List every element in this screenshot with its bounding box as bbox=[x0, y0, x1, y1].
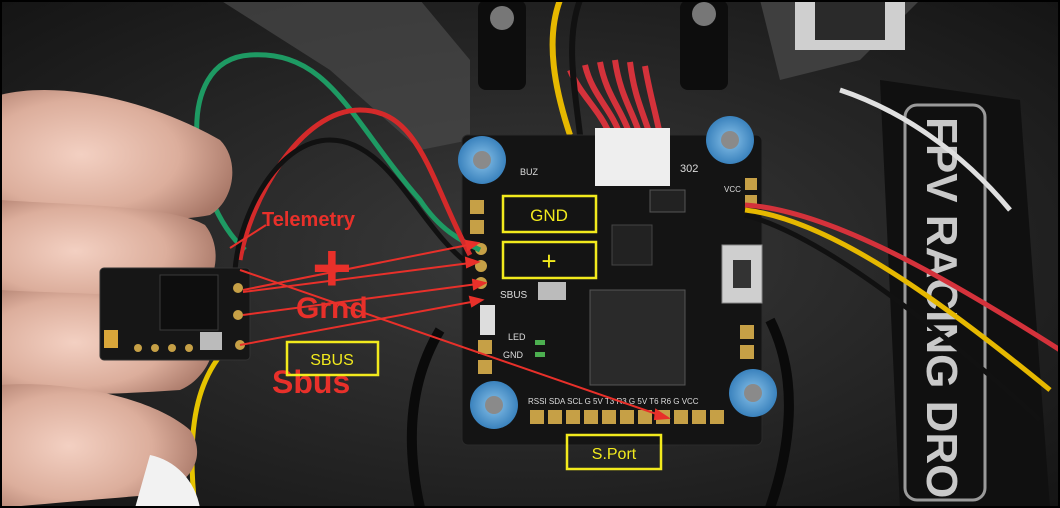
arrow-gnd-line bbox=[242, 242, 479, 291]
arrow-sbus2-head bbox=[468, 295, 485, 308]
gyro-chip bbox=[611, 224, 653, 266]
black-wire bbox=[232, 137, 472, 271]
arrow-plus-head bbox=[464, 256, 481, 269]
arrow-plus-line bbox=[242, 261, 479, 293]
white-wire bbox=[839, 87, 1012, 212]
black-wire-bundle bbox=[406, 327, 445, 508]
mcu-chip bbox=[589, 289, 686, 386]
label-telemetry: Telemetry bbox=[262, 209, 356, 231]
black-wire bbox=[569, 0, 583, 136]
yellow-wire bbox=[549, 0, 573, 136]
hand bbox=[0, 90, 233, 508]
annotation-arrows bbox=[229, 224, 671, 421]
box-sbus-text: SBUS bbox=[310, 352, 354, 369]
box-plus: + bbox=[501, 240, 598, 280]
arrow-telemetry-line bbox=[229, 224, 267, 249]
standoff-post bbox=[680, 0, 728, 90]
standoff-post bbox=[478, 0, 526, 90]
box-gnd-text: GND bbox=[530, 206, 568, 225]
silk-gnd: GND bbox=[503, 350, 524, 360]
silk-sbus: SBUS bbox=[500, 290, 528, 301]
red-wire bbox=[237, 107, 473, 261]
usb-port-hole bbox=[733, 260, 751, 288]
box-sbus: SBUS bbox=[285, 340, 380, 377]
box-plus-text: + bbox=[541, 246, 556, 276]
yellow-wire-right bbox=[744, 207, 1052, 392]
arrow-sbus-line bbox=[242, 282, 486, 316]
arrow-sport-head bbox=[653, 408, 671, 421]
box-sport: S.Port bbox=[565, 433, 663, 471]
flight-controller-board: 302 BUZ SBUS GND LED VCC bbox=[461, 128, 763, 446]
red-wire-right bbox=[744, 202, 1060, 353]
antenna-pad bbox=[104, 330, 118, 348]
arrow-gnd-head bbox=[464, 239, 481, 252]
blue-standoffs bbox=[458, 116, 777, 429]
receiver-board bbox=[99, 267, 251, 361]
silk-connector-number: 302 bbox=[680, 163, 698, 175]
silk-vcc: VCC bbox=[724, 185, 741, 194]
frame-arm bbox=[220, 0, 470, 150]
receiver-chip bbox=[159, 274, 219, 331]
arrow-sport-line bbox=[239, 269, 669, 419]
black-wire-bundle bbox=[765, 317, 794, 508]
battery-label-print bbox=[815, 2, 885, 40]
standoff-screw bbox=[692, 2, 716, 26]
jst-connector bbox=[595, 128, 670, 186]
right-pad bbox=[745, 178, 757, 190]
status-led bbox=[535, 352, 545, 357]
box-sport-text: S.Port bbox=[592, 446, 637, 463]
regulator bbox=[649, 189, 686, 213]
silk-led: LED bbox=[508, 332, 526, 342]
silk-buz: BUZ bbox=[520, 167, 539, 177]
arrow-sbus-head bbox=[471, 278, 488, 291]
crystal bbox=[538, 282, 566, 300]
label-plus-symbol: + bbox=[312, 230, 352, 306]
black-wire-right bbox=[744, 212, 1042, 422]
label-sbus-handwritten: Sbus bbox=[272, 364, 350, 400]
bottom-pads bbox=[530, 410, 724, 424]
receiver-crystal bbox=[200, 332, 222, 350]
box-gnd: GND bbox=[501, 194, 598, 234]
right-pad bbox=[740, 345, 754, 359]
right-pad bbox=[740, 325, 754, 339]
arrow-sbus2-line bbox=[239, 299, 483, 346]
standoff-screw bbox=[490, 6, 514, 30]
status-led bbox=[535, 340, 545, 345]
label-grnd: Grnd bbox=[296, 292, 368, 325]
silk-bottom-pads: RSSI SDA SCL G 5V T3 R3 G 5V T6 R6 G VCC bbox=[528, 397, 699, 406]
